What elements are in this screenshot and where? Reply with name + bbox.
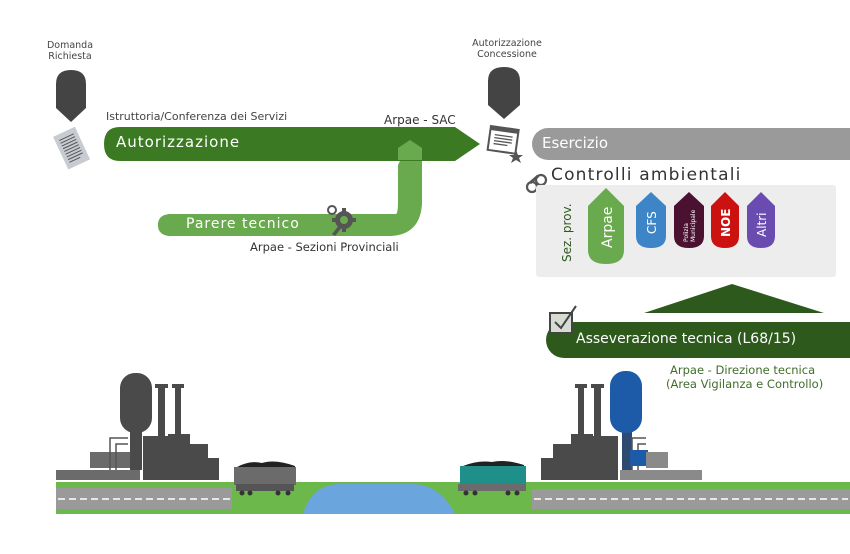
tag-altri: Altri [747, 192, 775, 248]
controls-title: Controlli ambientali [551, 165, 742, 185]
technical-opinion-label: Parere tecnico [186, 216, 300, 232]
concession-label-line1: Autorizzazione [472, 38, 542, 49]
technical-opinion-actor: Arpae - Sezioni Provinciali [250, 240, 399, 254]
coal-wagon-icon [458, 461, 526, 496]
concession-label: Autorizzazione Concessione [468, 38, 546, 60]
map-pin-icon [56, 70, 86, 122]
asseverazione-actor: Arpae - Direzione tecnica (Area Vigilanz… [666, 363, 823, 391]
asseverazione-actor-line1: Arpae - Direzione tecnica [670, 363, 816, 377]
asseverazione-actor-line2: (Area Vigilanza e Controllo) [666, 377, 824, 391]
start-label: Domanda Richiesta [40, 40, 100, 62]
tag-altri-label: Altri [755, 212, 769, 237]
tag-polizia-municipale: Polizia Municipale [674, 192, 704, 248]
coal-wagon-icon [234, 461, 296, 496]
concession-label-line2: Concessione [477, 49, 537, 60]
document-icon [53, 126, 91, 170]
authorization-caption: Istruttoria/Conferenza dei Servizi [106, 110, 288, 123]
factory-icon [56, 373, 219, 480]
tag-arpae: Arpae [588, 188, 624, 264]
road-left [56, 488, 232, 509]
authorization-actor: Arpae - SAC [384, 113, 456, 127]
tag-noe-label: NOE [719, 209, 733, 237]
tag-polizia-label-line1: Polizia [683, 223, 690, 242]
authorization-label: Autorizzazione [116, 133, 241, 151]
river-icon [303, 484, 455, 514]
certificate-icon [486, 124, 523, 163]
tag-noe: NOE [711, 192, 739, 248]
operation-pill: Esercizio [532, 128, 850, 160]
asseverazione-label: Asseverazione tecnica (L68/15) [576, 331, 797, 347]
tag-cfs-label: CFS [645, 211, 659, 234]
operation-label: Esercizio [542, 134, 608, 152]
map-pin-icon [488, 67, 520, 119]
asseverazione-pill: Asseverazione tecnica (L68/15) [546, 322, 850, 358]
checkbox-icon [549, 305, 577, 334]
tag-polizia-label-line2: Municipale [690, 209, 697, 242]
factory-icon [541, 371, 702, 480]
gears-icon [327, 205, 356, 236]
start-label-line2: Richiesta [48, 51, 92, 62]
tag-cfs: CFS [636, 192, 666, 248]
start-label-line1: Domanda [46, 40, 94, 51]
roof-triangle [644, 284, 824, 313]
tag-arpae-label: Arpae [600, 207, 616, 248]
